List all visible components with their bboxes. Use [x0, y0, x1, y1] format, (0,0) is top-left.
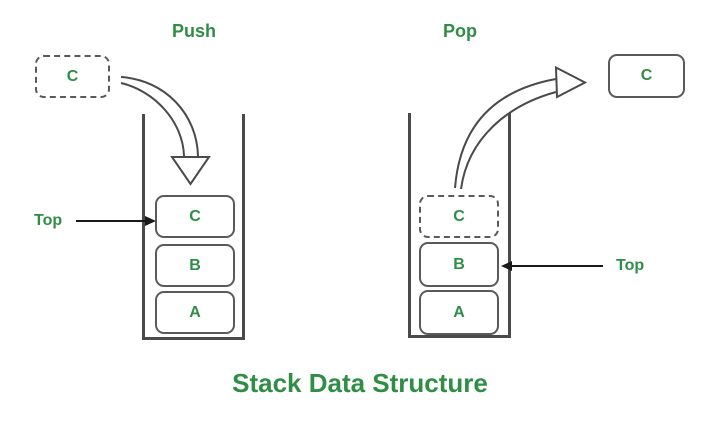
pop-stack-item-b: B: [419, 242, 499, 287]
stack-item-label: A: [189, 303, 201, 321]
pop-stack-container: [408, 113, 511, 338]
push-top-pointer-arrow-icon: [76, 216, 156, 226]
pop-top-pointer-arrow-icon: [501, 261, 603, 271]
pop-arrow-icon: [454, 65, 588, 190]
push-stack-item-a: A: [155, 291, 235, 334]
stack-item-label: C: [453, 207, 465, 225]
pop-stack-item-a: A: [419, 290, 499, 335]
push-arrow-icon: [120, 76, 211, 186]
diagram-title: Stack Data Structure: [232, 368, 488, 398]
pop-top-label: Top: [616, 257, 645, 274]
push-top-label: Top: [34, 212, 63, 229]
pop-heading: Pop: [443, 21, 477, 41]
pop-stack-item-c: C: [419, 195, 499, 238]
push-stack-container: [142, 114, 245, 340]
push-incoming-item-label: C: [66, 67, 79, 85]
popped-item-label: C: [640, 67, 653, 84]
stack-item-label: A: [453, 303, 465, 321]
popped-item-box: C: [608, 54, 685, 98]
push-heading: Push: [171, 21, 216, 41]
push-stack-item-c: C: [155, 195, 235, 238]
push-stack-item-b: B: [155, 244, 235, 287]
stack-item-label: B: [189, 256, 201, 274]
stack-item-label: B: [453, 255, 465, 273]
stack-item-label: C: [189, 207, 201, 225]
push-incoming-item-box: C: [35, 55, 110, 98]
